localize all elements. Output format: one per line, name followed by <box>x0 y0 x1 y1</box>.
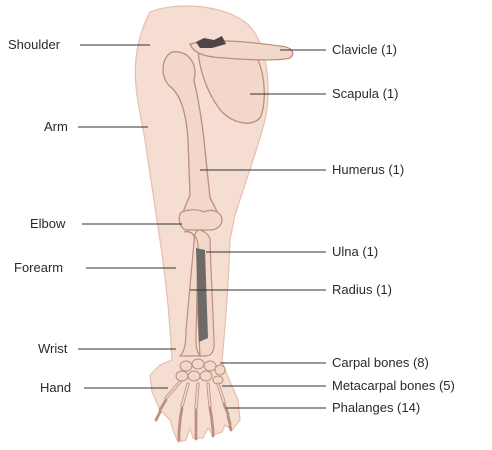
label-scapula: Scapula (1) <box>332 87 398 101</box>
label-arm: Arm <box>44 120 68 134</box>
label-carpal-bones: Carpal bones (8) <box>332 356 429 370</box>
label-metacarpal-bones: Metacarpal bones (5) <box>332 379 455 393</box>
label-hand: Hand <box>40 381 71 395</box>
label-shoulder: Shoulder <box>8 38 60 52</box>
label-ulna: Ulna (1) <box>332 245 378 259</box>
label-phalanges: Phalanges (14) <box>332 401 420 415</box>
label-wrist: Wrist <box>38 342 67 356</box>
label-humerus: Humerus (1) <box>332 163 404 177</box>
label-forearm: Forearm <box>14 261 63 275</box>
label-radius: Radius (1) <box>332 283 392 297</box>
elbow-joint <box>179 210 222 230</box>
label-clavicle: Clavicle (1) <box>332 43 397 57</box>
label-elbow: Elbow <box>30 217 65 231</box>
